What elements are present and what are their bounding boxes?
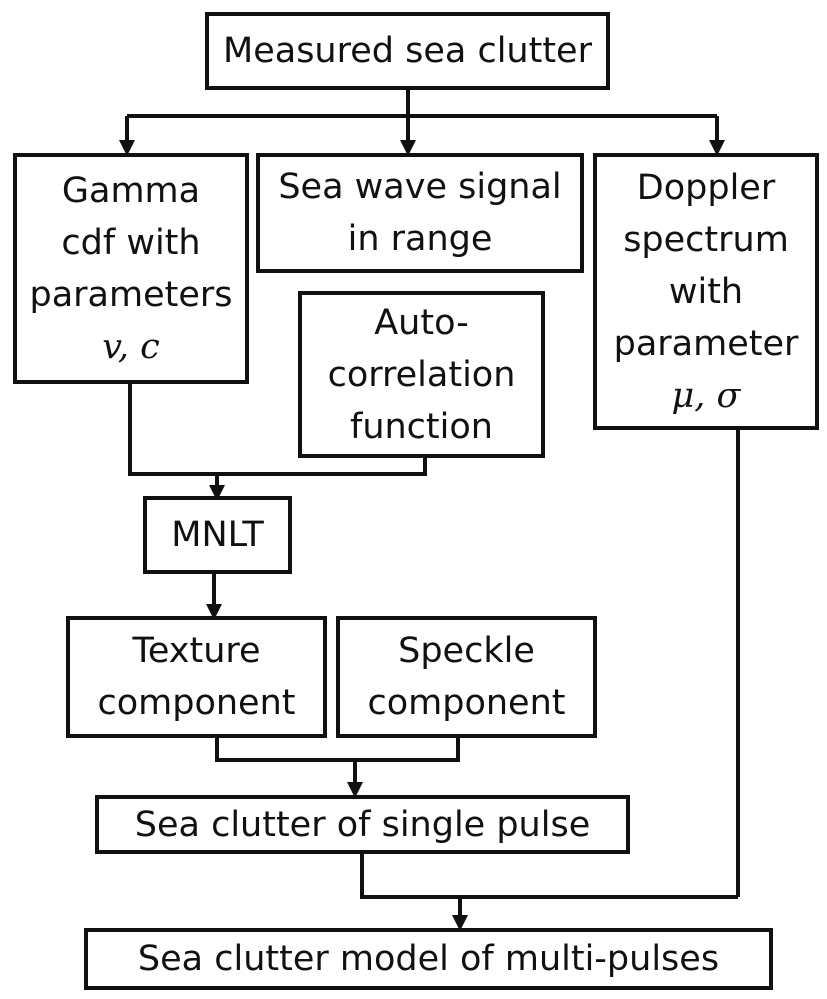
gamma-parameters-math: v, c (102, 326, 160, 367)
gamma-label-line-1: Gamma (61, 170, 201, 211)
doppler-label-line-2: spectrum (623, 219, 789, 260)
autocorr-label-line-1: Auto- (374, 302, 469, 343)
texture-label-line-2: component (97, 683, 296, 723)
mnlt-label: MNLT (171, 515, 264, 555)
texture-label-line-1: Texture (132, 631, 261, 671)
speckle-component-box: Speckle component (336, 616, 597, 738)
single-pulse-box: Sea clutter of single pulse (95, 795, 630, 854)
connector-single-down (360, 852, 738, 899)
texture-component-box: Texture component (66, 616, 327, 738)
sea-wave-signal-box: Sea wave signal in range (256, 153, 584, 273)
speckle-label-line-2: component (367, 683, 566, 723)
autocorr-label-line-3: function (350, 406, 493, 447)
gamma-cdf-box: Gamma cdf with parameters v, c (13, 153, 249, 384)
seawave-label-line-1: Sea wave signal (278, 167, 562, 207)
autocorr-label-line-2: correlation (327, 354, 516, 395)
connector-components-merge (215, 736, 460, 762)
doppler-parameters-math: μ, σ (671, 375, 741, 416)
measured-label: Measured sea clutter (223, 31, 592, 71)
seawave-label-line-2: in range (347, 219, 493, 259)
multi-pulses-label: Sea clutter model of multi-pulses (137, 939, 720, 979)
speckle-label-line-1: Speckle (398, 631, 535, 671)
gamma-label-line-2: cdf with (61, 222, 201, 263)
single-pulse-label: Sea clutter of single pulse (134, 804, 591, 845)
measured-sea-clutter-box: Measured sea clutter (205, 12, 610, 90)
doppler-spectrum-box: Doppler spectrum with parameter μ, σ (593, 153, 819, 430)
doppler-label-line-3: with (668, 271, 744, 312)
mnlt-box: MNLT (143, 496, 292, 574)
gamma-label-line-3: parameters (29, 274, 233, 315)
autocorrelation-box: Auto- correlation function (298, 291, 545, 458)
multi-pulses-box: Sea clutter model of multi-pulses (84, 928, 773, 990)
connector-gamma-merge (128, 382, 427, 476)
doppler-label-line-1: Doppler (636, 167, 776, 208)
doppler-label-line-4: parameter (613, 323, 799, 364)
